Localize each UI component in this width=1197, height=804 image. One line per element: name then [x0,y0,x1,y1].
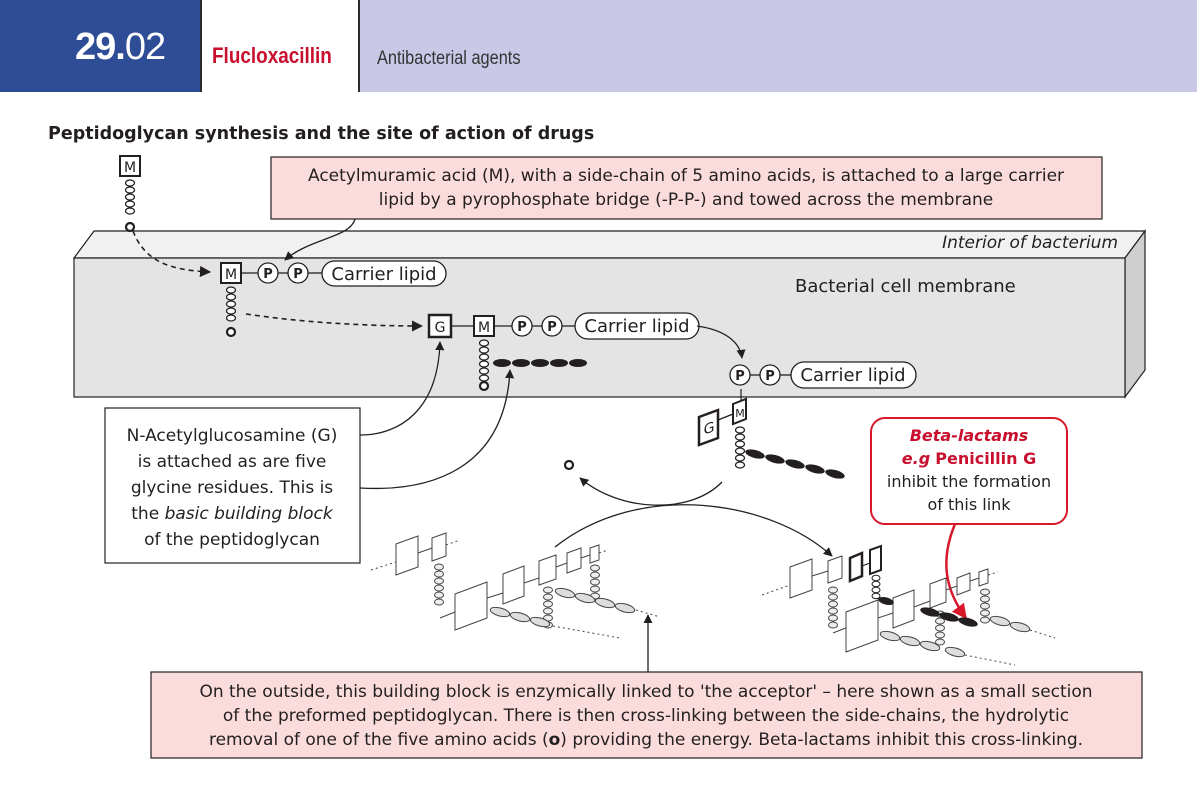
m-letter: M [478,320,490,336]
acceptor-peptidoglycan-left [370,532,661,639]
drug-name-box: Flucloxacillin [200,0,360,92]
p-letter: P [735,369,745,384]
category-box: Antibacterial agents [360,0,1197,92]
interior-label: Interior of bacterium [942,233,1118,253]
arrow-to-g [359,341,445,436]
drug-name: Flucloxacillin [212,43,332,68]
bottom-note-line2: of the preformed peptidoglycan. There is… [223,706,1069,726]
dashed-arrow-1 [132,230,212,278]
top-note-line1: Acetylmuramic acid (M), with a side-chai… [308,166,1064,186]
top-note-line2: lipid by a pyrophosphate bridge (-P-P-) … [379,190,993,210]
m-letter: M [735,407,745,420]
arrow-to-unit3 [696,325,746,359]
carrier-lipid-label: Carrier lipid [331,264,436,285]
lipid-unit-2: G M P P Carrier lipid [427,312,700,392]
building-block-outside: G M [697,389,845,479]
top-note: Acetylmuramic acid (M), with a side-chai… [270,156,1103,220]
free-muramic-unit: M [119,155,141,233]
lipid-unit-3: P P Carrier lipid [729,361,917,389]
p-letter: P [293,267,303,282]
figure-title: Peptidoglycan synthesis and the site of … [48,124,595,144]
left-note-line2: is attached as are five [138,452,327,472]
p-letter: P [547,320,557,335]
bottom-note-line1: On the outside, this building block is e… [199,682,1092,702]
arrow-to-chain [359,369,515,490]
bottom-note-line3: removal of one of the five amino acids (… [209,730,1083,750]
p-letter: P [765,369,775,384]
left-note-line3: glycine residues. This is [131,478,333,498]
g-letter: G [704,419,715,438]
note-arrow [284,218,356,261]
chapter-number: 29.02 [75,26,166,68]
bottom-note: On the outside, this building block is e… [150,671,1143,759]
drug-note-line1: Beta-lactams [910,426,1029,445]
drug-note-line3: inhibit the formation [887,472,1051,491]
dashed-arrow-2 [245,313,424,332]
drug-note-line4: of this link [927,495,1011,514]
carrier-lipid-label: Carrier lipid [584,316,689,337]
chapter-number-box: 29.02 [0,0,200,92]
drug-note-line2: e.g Penicillin G [902,449,1036,468]
left-note-line5: of the peptidoglycan [144,530,320,550]
linking-arrow [554,504,833,557]
g-letter: G [435,320,446,336]
drug-category: Antibacterial agents [377,48,521,69]
p-letter: P [263,267,273,282]
left-note: N-Acetylglucosamine (G) is attached as a… [104,407,361,564]
m-letter: M [124,160,136,176]
release-arrow [579,477,723,506]
drug-target-arrow [945,523,968,620]
p-letter: P [517,320,527,335]
left-note-line4: the basic building block [131,504,334,524]
page-header: 29.02 Flucloxacillin Antibacterial agent… [0,0,1197,92]
lipid-unit-1: M P P Carrier lipid [220,260,447,338]
carrier-lipid-label: Carrier lipid [800,365,905,386]
m-letter: M [225,267,237,283]
membrane-label: Bacterial cell membrane [795,276,1016,297]
released-amino-acid [563,459,575,471]
drug-note: Beta-lactams e.g Penicillin G inhibit th… [870,417,1068,525]
acceptor-peptidoglycan-right [761,544,1056,666]
left-note-line1: N-Acetylglucosamine (G) [127,426,338,446]
